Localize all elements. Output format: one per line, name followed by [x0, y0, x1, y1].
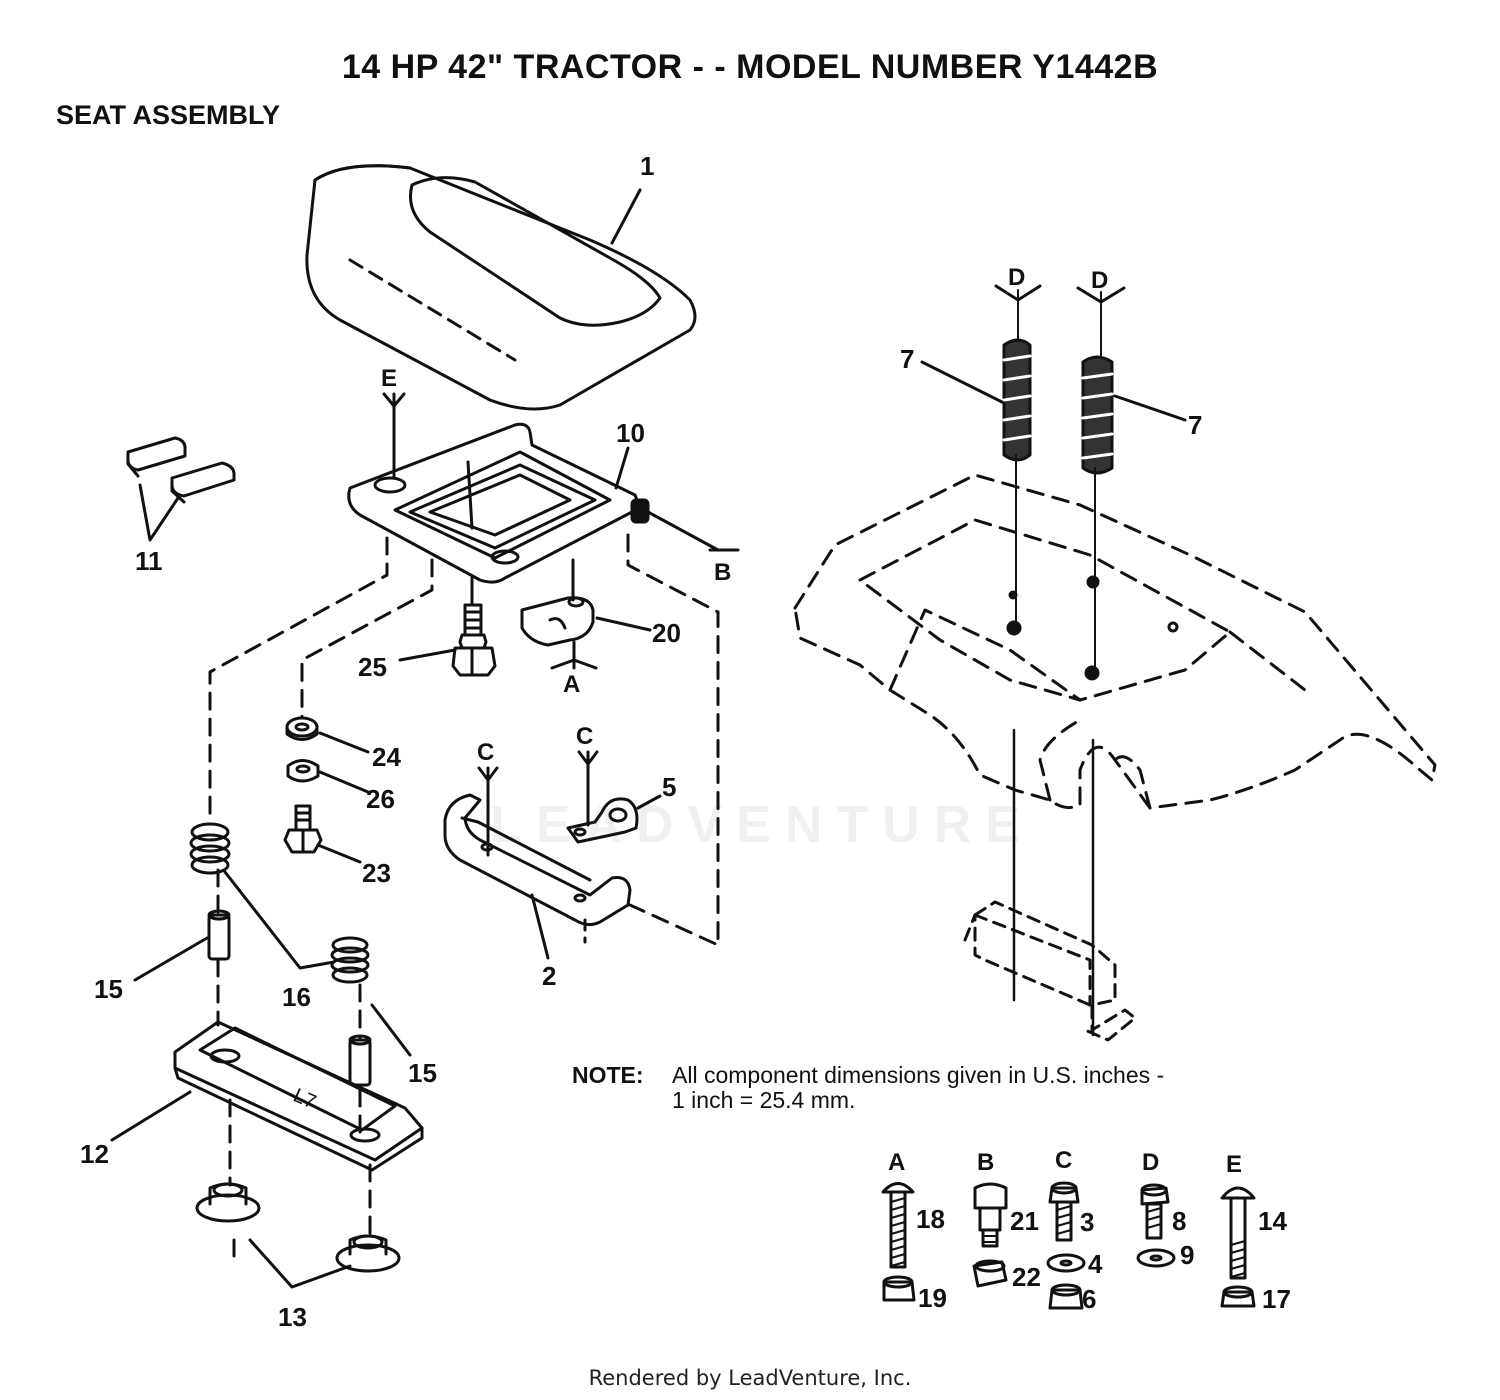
callout-15b: 15 [408, 1058, 437, 1088]
footer-credit: Rendered by LeadVenture, Inc. [588, 1366, 912, 1390]
callout-4: 4 [1088, 1249, 1103, 1279]
note-label: NOTE: [572, 1062, 644, 1088]
callout-13: 13 [278, 1302, 307, 1332]
callout-9: 9 [1180, 1240, 1194, 1270]
callout-18: 18 [916, 1204, 945, 1234]
dimensions-note: NOTE: All component dimensions given in U… [572, 1063, 1164, 1113]
support-clamp [566, 797, 639, 844]
callout-14: 14 [1258, 1206, 1287, 1236]
callout-12: 12 [80, 1139, 109, 1169]
callout-1: 1 [640, 151, 654, 181]
locknut-17 [1220, 1285, 1256, 1308]
ref-label-a: A [563, 671, 580, 698]
assembly-lines [208, 533, 720, 1242]
cable-clamp [520, 558, 595, 647]
carriage-bolt-18 [881, 1182, 915, 1269]
svg-text:L7: L7 [290, 1084, 319, 1113]
hardware-b-label: B [977, 1149, 994, 1176]
washer-24 [285, 716, 319, 741]
bolt-23 [283, 804, 323, 854]
ref-label-d1: D [1008, 264, 1025, 291]
ref-label-e: E [381, 365, 397, 392]
seat-pan [347, 422, 650, 584]
callout-6: 6 [1082, 1284, 1096, 1314]
fender-outline [793, 473, 1437, 810]
callout-3: 3 [1080, 1207, 1094, 1237]
seat-clips [126, 436, 236, 504]
callout-21: 21 [1010, 1206, 1039, 1236]
note-body: All component dimensions given in U.S. i… [672, 1063, 1164, 1113]
washer-4 [1046, 1253, 1086, 1273]
callout-22: 22 [1012, 1262, 1041, 1292]
spring-rod-right [1076, 286, 1126, 681]
hex-bolt-3 [1048, 1181, 1080, 1242]
nut-6 [1048, 1283, 1084, 1310]
callout-5: 5 [662, 772, 676, 802]
frame-bracket [963, 900, 1137, 1042]
hardware-e-label: E [1226, 1151, 1242, 1178]
carriage-bolt-14 [1220, 1186, 1256, 1280]
ref-label-d2: D [1091, 267, 1108, 294]
bushing-left [195, 1182, 261, 1223]
callout-15a: 15 [94, 974, 123, 1004]
hardware-d-label: D [1142, 1149, 1159, 1176]
section-title: SEAT ASSEMBLY [56, 100, 281, 130]
spring-right [330, 936, 370, 984]
ref-label-c2: C [576, 723, 593, 750]
callout-19: 19 [918, 1283, 947, 1313]
callout-7a: 7 [900, 344, 914, 374]
seat-bracket: L7 [173, 1020, 424, 1172]
washer-9 [1136, 1248, 1176, 1268]
callout-16: 16 [282, 982, 311, 1012]
callout-10: 10 [616, 418, 645, 448]
callout-23: 23 [362, 858, 391, 888]
callout-2: 2 [542, 961, 556, 991]
callout-25: 25 [358, 652, 387, 682]
callout-20: 20 [652, 618, 681, 648]
spring-rod-left [994, 284, 1042, 636]
page-title: 14 HP 42" TRACTOR - - MODEL NUMBER Y1442… [341, 48, 1159, 86]
note-line-2: 1 inch = 25.4 mm. [672, 1087, 856, 1113]
shoulder-bolt-21 [973, 1182, 1008, 1248]
callout-8: 8 [1172, 1206, 1186, 1236]
seat-support [443, 793, 632, 944]
hardware-c-label: C [1055, 1147, 1072, 1174]
hex-bolt-8 [1140, 1183, 1170, 1240]
callout-7b: 7 [1188, 410, 1202, 440]
spacer-left [207, 909, 231, 961]
nut-26 [286, 759, 320, 783]
hardware-a-label: A [888, 1149, 905, 1176]
seat-cushion [305, 164, 697, 411]
nut-22 [972, 1259, 1008, 1288]
locknut-19 [882, 1275, 916, 1302]
callout-17: 17 [1262, 1284, 1291, 1314]
spring-left [189, 822, 231, 875]
callout-24: 24 [372, 742, 401, 772]
bushing-right [335, 1234, 401, 1273]
spacer-right [348, 1034, 372, 1087]
callout-11: 11 [135, 546, 163, 576]
ref-label-b: B [714, 559, 731, 586]
ref-label-c1: C [477, 739, 494, 766]
note-line-1: All component dimensions given in U.S. i… [672, 1062, 1165, 1088]
callout-26: 26 [366, 784, 395, 814]
shoulder-bolt [451, 576, 497, 677]
